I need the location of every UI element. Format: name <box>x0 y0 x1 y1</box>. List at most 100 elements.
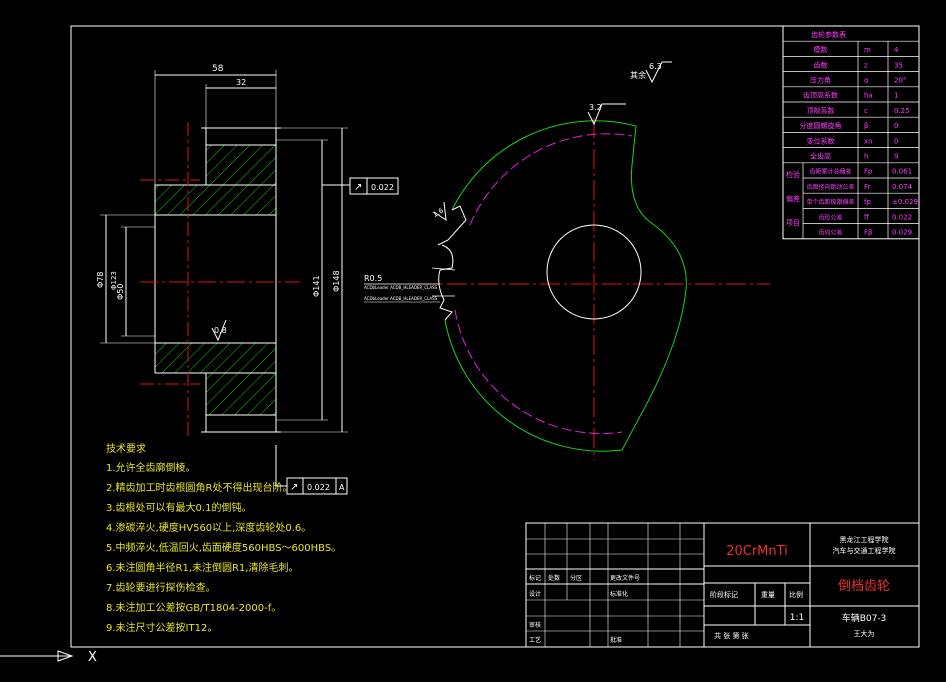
tb-label-change: 更改文件号 <box>610 574 640 582</box>
gear-outer-contour <box>444 120 687 452</box>
param-symbol: α <box>864 77 869 85</box>
title-block: 20CrMnTi 黑龙江工程学院 汽车与交通工程学院 倒档齿轮 车辆B07-3 … <box>525 522 920 648</box>
param-value: 0 <box>894 137 898 145</box>
datum-label: A <box>339 483 345 492</box>
param-symbol: z <box>864 61 868 69</box>
check-value: 0.061 <box>892 168 912 176</box>
school-text: 黑龙江工程学院 <box>840 535 889 544</box>
scale-text: 1:1 <box>790 613 804 623</box>
check-group-label: 检验 <box>786 170 800 179</box>
check-group-label: 项目 <box>786 219 800 227</box>
param-value: 0 <box>894 122 898 130</box>
notes-title: 技术要求 <box>106 442 146 455</box>
tb-label-approve: 批准 <box>610 636 622 644</box>
tb-label-process: 工艺 <box>529 636 541 644</box>
check-symbol: Fβ <box>864 229 873 237</box>
param-value: 35 <box>894 61 903 69</box>
tb-label-standard: 标准化 <box>610 590 628 598</box>
param-symbol: m <box>864 46 871 54</box>
check-symbol: ff <box>864 213 869 221</box>
roughness-32-text: 3.2 <box>589 103 602 112</box>
gear-face-view: 3.2 1.6 R0.5 ACDbLeader ACDB_HLEADER_CLA… <box>364 103 770 460</box>
note-item: 9.未注尺寸公差按IT12。 <box>106 621 217 634</box>
param-symbol: c <box>864 107 868 115</box>
ucs-icon[interactable]: X <box>0 650 97 665</box>
param-value: 0.25 <box>894 107 910 115</box>
check-name: 齿廓径向跳动公差 <box>806 183 854 191</box>
runout-tolerance-top: ↗ 0.022 <box>322 177 399 195</box>
dim-58-text: 58 <box>212 64 224 74</box>
roughness-08-text: 0.8 <box>214 326 227 335</box>
check-name: 齿向公差 <box>818 229 842 237</box>
param-symbol: h <box>864 153 868 161</box>
check-symbol: Fp <box>864 168 873 176</box>
stage-label: 阶段标记 <box>710 590 738 599</box>
tooth-profile <box>437 205 467 246</box>
note-item: 6.未注圆角半径R1,未注倒圆R1,清除毛刺。 <box>106 561 299 574</box>
param-name: 齿顶高系数 <box>803 91 838 100</box>
sheets-text: 共 张 第 张 <box>714 631 749 640</box>
radius-text: R0.5 <box>364 274 382 283</box>
check-value: ±0.029 <box>892 198 918 206</box>
drawing-number-text: 车辆B07-3 <box>842 612 887 624</box>
dim-78-text: Φ78 <box>96 272 105 288</box>
part-name-text: 倒档齿轮 <box>838 579 890 594</box>
tol-top-value: 0.022 <box>371 183 394 192</box>
general-roughness: 6.3 其余 <box>630 61 672 84</box>
roughness-symbol <box>433 201 447 222</box>
roughness-symbol <box>587 103 626 126</box>
material-text: 20CrMnTi <box>726 544 788 559</box>
runout-icon: ↗ <box>354 182 362 193</box>
general-roughness-value: 6.3 <box>649 62 662 71</box>
note-item: 7.齿轮要进行探伤检查。 <box>106 581 216 594</box>
param-table-title: 齿轮参数表 <box>811 30 846 39</box>
bore-circle <box>546 224 642 320</box>
check-name: 齿形公差 <box>818 213 842 221</box>
param-name: 顶隙系数 <box>807 106 835 115</box>
designer-text: 王大为 <box>854 629 875 638</box>
note-item: 3.齿根处可以有最大0.1的倒钝。 <box>106 501 251 514</box>
runout-tolerance-bottom: ↗ 0.022 A <box>275 445 348 495</box>
param-value: 1 <box>894 92 898 100</box>
param-name: 压力角 <box>810 76 831 85</box>
general-roughness-label: 其余 <box>630 70 646 80</box>
hatch-top-rim <box>155 185 276 215</box>
tb-label-review: 审核 <box>529 621 541 629</box>
check-name: 单个齿距极限偏差 <box>806 198 854 206</box>
param-value: 20° <box>894 77 906 85</box>
leader-note-2: ACDbLeader ACDB_HLEADER_CLASS <box>364 296 438 301</box>
dept-text: 汽车与交通工程学院 <box>833 546 896 555</box>
check-value: 0.029 <box>892 229 912 237</box>
param-value: 9 <box>894 153 898 161</box>
param-name: 全齿高 <box>810 152 831 161</box>
hatch-bottom-hub <box>206 373 276 415</box>
drawing-border <box>70 25 920 648</box>
check-symbol: fp <box>864 198 871 206</box>
check-value: 0.074 <box>892 183 913 191</box>
check-group-label: 偏差 <box>786 194 800 203</box>
note-item: 4.渗碳淬火,硬度HV560以上,深度齿轮处0.6。 <box>106 521 311 534</box>
note-item: 8.未注加工公差按GB/T1804-2000-f。 <box>106 601 281 614</box>
tooth-detail <box>431 267 456 297</box>
check-value: 0.022 <box>892 213 912 221</box>
dim-50-text: Φ50 <box>116 284 125 300</box>
tb-label-design: 设计 <box>529 590 541 598</box>
dim-123-text: Φ123 <box>110 271 118 290</box>
param-symbol: ha <box>864 92 873 100</box>
param-symbol: β <box>864 122 868 130</box>
pitch-arc <box>454 309 623 434</box>
weight-label: 重量 <box>761 591 775 599</box>
gear-section-view: 58 32 Φ78 Φ123 Φ50 Φ141 Φ148 0.8 <box>96 64 348 438</box>
note-item: 2.精齿加工时齿根圆角R处不得出现台阶。 <box>106 481 293 494</box>
tb-label-mark: 标记 <box>529 574 541 582</box>
param-name: 分度圆螺旋角 <box>800 121 842 130</box>
dim-148-text: Φ148 <box>332 270 341 292</box>
scale-label: 比例 <box>789 590 803 599</box>
param-name: 齿数 <box>814 60 828 69</box>
tb-label-count: 处数 <box>548 574 560 582</box>
note-item: 1.允许全齿廓倒棱。 <box>106 461 196 474</box>
param-name: 模数 <box>814 45 828 54</box>
